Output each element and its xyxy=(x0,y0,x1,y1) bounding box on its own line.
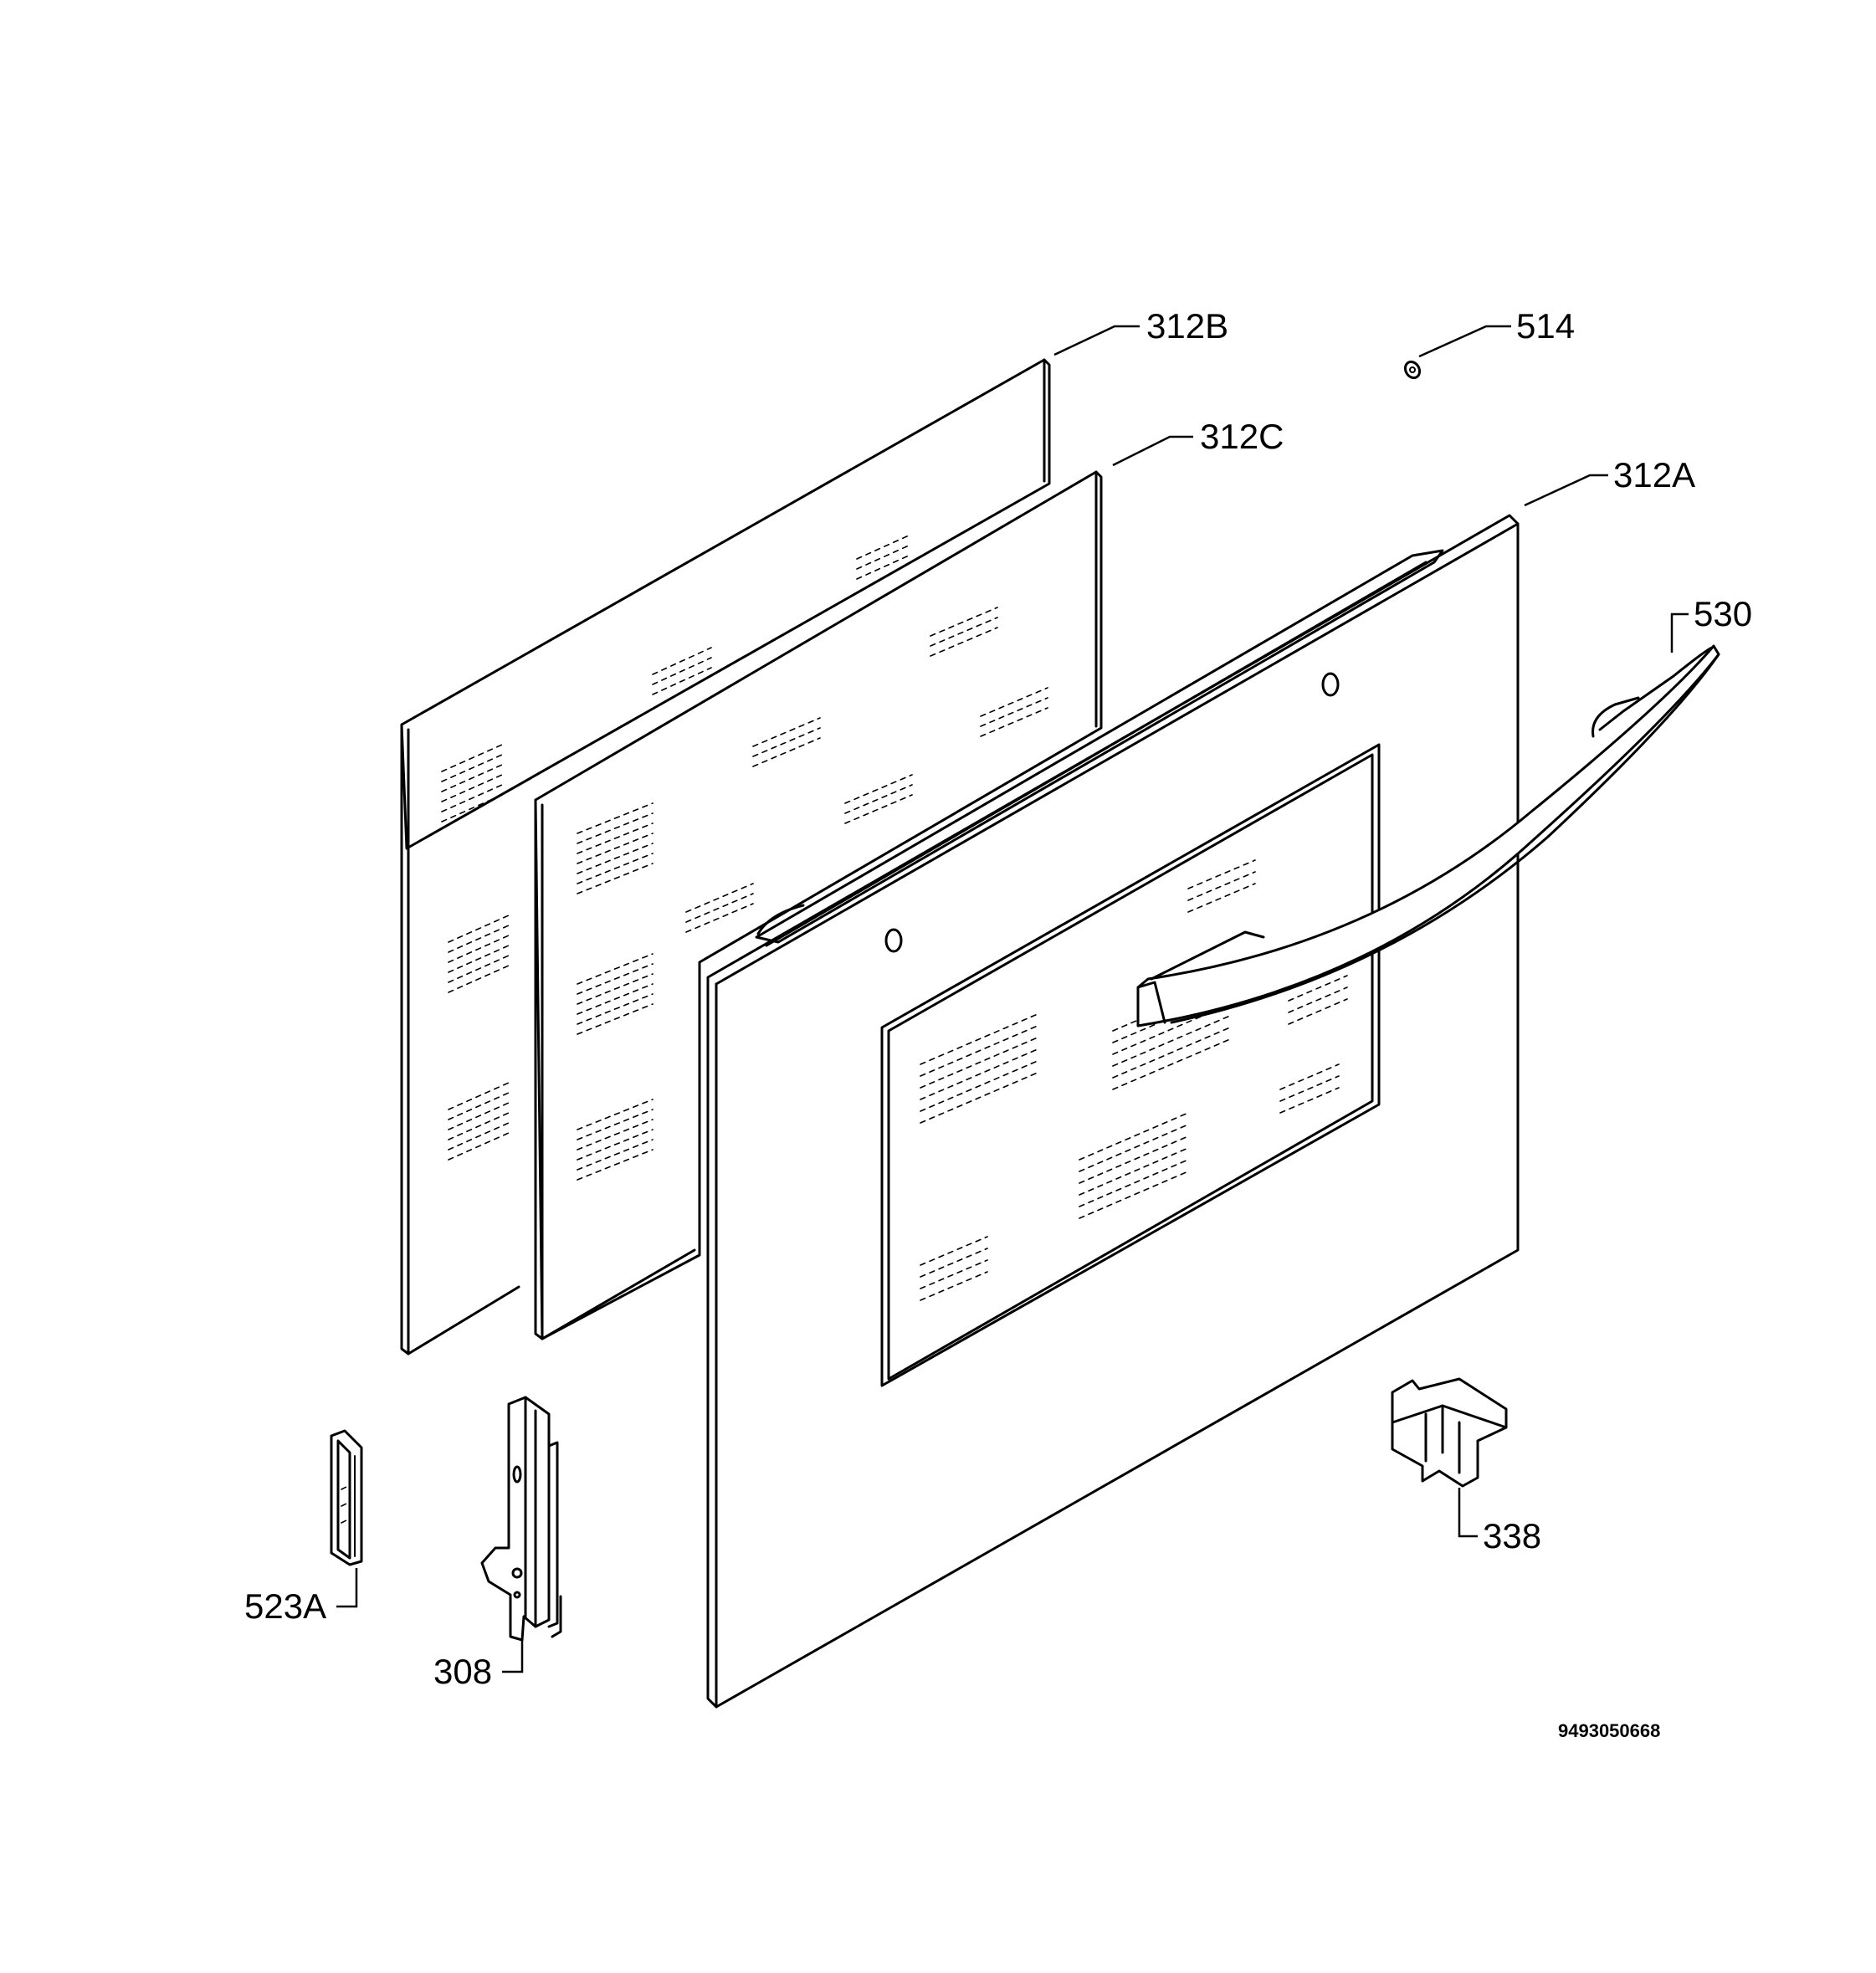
label-312c: 312C xyxy=(1200,417,1284,456)
hinge-308 xyxy=(480,1396,562,1642)
label-312a: 312A xyxy=(1613,455,1695,495)
leader-lines xyxy=(336,325,1689,1673)
screw-514 xyxy=(1403,360,1422,380)
door-handle-530 xyxy=(1136,644,1720,1027)
label-338: 338 xyxy=(1483,1516,1541,1555)
label-308: 308 xyxy=(433,1652,492,1691)
hinge-part-523a xyxy=(330,1429,363,1566)
label-312b: 312B xyxy=(1146,306,1228,346)
label-530: 530 xyxy=(1694,594,1752,633)
glass-panel-312a xyxy=(706,514,1520,1709)
label-523a: 523A xyxy=(244,1586,326,1626)
callout-labels: 312B 514 312C 312A 530 338 523A 308 xyxy=(244,306,1752,1691)
bracket-338 xyxy=(1391,1377,1508,1488)
label-514: 514 xyxy=(1516,306,1575,346)
document-number: 9493050668 xyxy=(1558,1720,1660,1741)
glass-panel-312c xyxy=(534,470,1103,1340)
glass-panel-312b xyxy=(400,358,1051,1355)
